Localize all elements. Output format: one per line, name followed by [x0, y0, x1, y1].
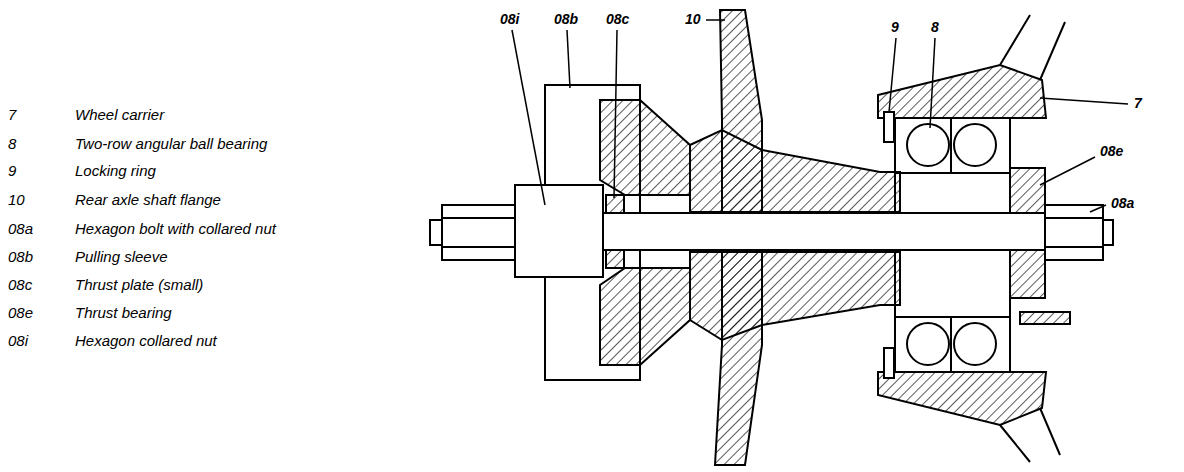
- pulling-sleeve-wall: [600, 100, 690, 195]
- bearing-ball: [954, 124, 996, 166]
- hex-edge: [442, 218, 515, 247]
- leader-line: [889, 38, 896, 112]
- leader-line: [1040, 157, 1095, 185]
- bearing-ball: [907, 124, 949, 166]
- pulling-sleeve-wall: [600, 268, 690, 365]
- legend-text: Hexagon bolt with collared nut: [75, 221, 276, 238]
- bolt-end: [430, 220, 442, 245]
- callout-number: 08c: [604, 12, 631, 27]
- legend-text: Locking ring: [75, 163, 156, 180]
- legend-number: 8: [8, 136, 16, 153]
- legend-text: Rear axle shaft flange: [75, 192, 221, 209]
- bearing-ball: [907, 323, 949, 365]
- bolt-end: [1103, 220, 1113, 245]
- callout-number: 9: [889, 20, 901, 35]
- inner-race: [895, 173, 1010, 213]
- wheel-carrier: [878, 372, 1046, 425]
- hex-nut: [1045, 205, 1103, 260]
- thrust-plate: [606, 250, 624, 268]
- locking-ring: [884, 348, 894, 378]
- flange-hub: [690, 130, 900, 212]
- leader-line: [930, 38, 935, 128]
- legend-number: 08c: [8, 277, 32, 294]
- leader-line: [706, 19, 725, 21]
- legend-text: Thrust plate (small): [75, 277, 203, 294]
- callout-number: 8: [929, 20, 941, 35]
- callout-number: 08e: [1098, 144, 1125, 159]
- collared-nut: [515, 185, 603, 277]
- legend-text: Wheel carrier: [75, 107, 164, 124]
- leader-line: [1090, 205, 1106, 212]
- locking-ring: [884, 112, 894, 142]
- legend-number: 08a: [8, 221, 33, 238]
- legend-number: 08i: [8, 333, 28, 350]
- wheel-carrier: [878, 65, 1046, 118]
- callout-number: 7: [1132, 96, 1144, 111]
- bearing-ball: [954, 323, 996, 365]
- legend-text: Two-row angular ball bearing: [75, 136, 267, 153]
- callout-number: 08b: [552, 12, 580, 27]
- leader-line: [614, 30, 617, 198]
- section-lines: [430, 10, 1113, 465]
- ball-bearing: [895, 118, 1010, 173]
- legend-number: 9: [8, 163, 16, 180]
- legend-number: 08b: [8, 249, 33, 266]
- leader-line: [567, 30, 570, 88]
- legend-number: 10: [8, 192, 25, 209]
- hex-nut: [442, 205, 515, 260]
- legend-text: Hexagon collared nut: [75, 333, 217, 350]
- thrust-plate: [606, 195, 624, 213]
- legend-text: Thrust bearing: [75, 305, 172, 322]
- inner-race: [895, 250, 1010, 317]
- hex-edge: [1045, 218, 1103, 247]
- legend-number: 08e: [8, 305, 33, 322]
- callout-number: 10: [683, 12, 703, 27]
- bearing-split: [950, 317, 952, 372]
- legend-number: 7: [8, 107, 16, 124]
- leader-lines: [512, 20, 1128, 212]
- thrust-washer: [1020, 312, 1070, 324]
- leader-line: [1040, 98, 1128, 104]
- callout-number: 08i: [498, 12, 521, 27]
- legend-text: Pulling sleeve: [75, 249, 168, 266]
- callout-number: 08a: [1109, 196, 1136, 211]
- flange-hub: [690, 252, 900, 340]
- ball-bearing: [895, 317, 1010, 372]
- leader-line: [512, 30, 545, 205]
- bearing-split: [950, 118, 952, 173]
